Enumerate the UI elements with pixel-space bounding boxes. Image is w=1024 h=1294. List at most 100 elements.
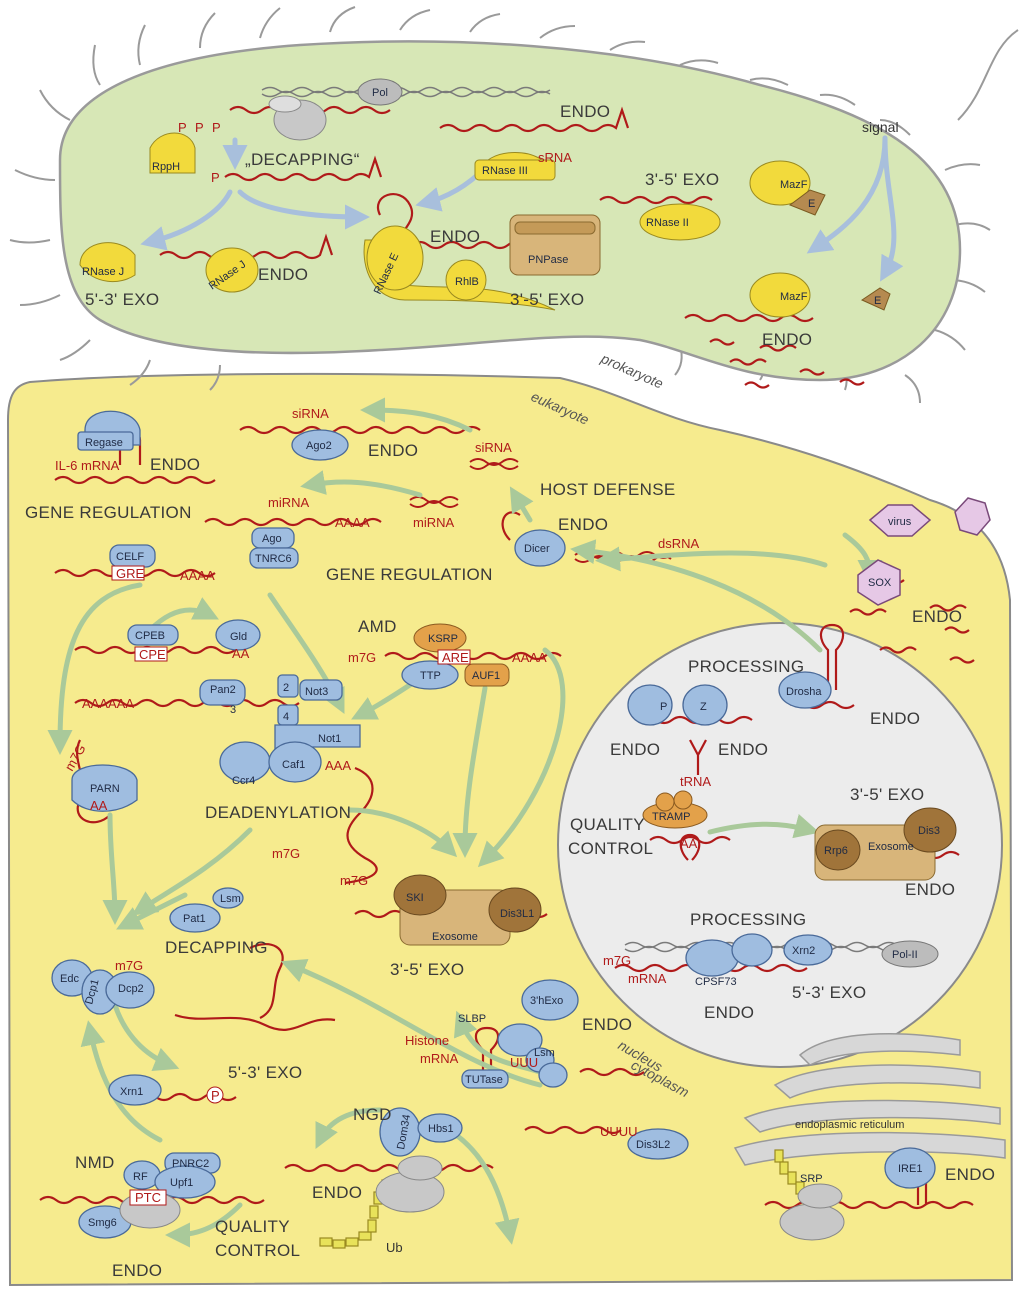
exosome1-label: Exosome [432,931,478,943]
deadenylation-label: DEADENYLATION [205,803,351,822]
decapping-euk-label: DECAPPING [165,938,268,957]
trna-label: tRNA [680,774,711,789]
endo-cpsf-label: ENDO [704,1003,754,1022]
pol-label: Pol [372,87,388,99]
gene-reg2-label: GENE REGULATION [326,565,493,584]
e1-label: E [808,198,815,210]
pnpase-protein [509,214,601,276]
rnase-iii-protein [474,152,556,181]
ttp-label: TTP [420,670,441,682]
parn-label: PARN [90,783,120,795]
rnase-iii-label: RNase III [482,165,528,177]
endoplasmic-reticulum [733,1033,1006,1166]
dsrna-label: dsRNA [658,536,700,551]
e2-protein [860,287,891,311]
p-xrn1-circle [206,1086,224,1104]
gld-label: Gld [230,631,247,643]
endo-sox-label: ENDO [912,607,962,626]
processing2-label: PROCESSING [690,910,806,929]
sox-label: SOX [868,577,892,589]
er-label: endoplasmic reticulum [795,1119,904,1131]
aa1-label: AA [232,646,250,661]
exo53-nuc-label: 5'-3' EXO [792,983,866,1002]
lsm1-label: Lsm [220,893,241,905]
endo-mazf-label: ENDO [762,330,812,349]
processing1-label: PROCESSING [688,657,804,676]
tnrc6-label: TNRC6 [255,553,292,565]
srna-label: sRNA [538,150,572,165]
srp-label: SRP [800,1173,823,1185]
mazf1-protein [749,160,826,216]
il6-label: IL-6 mRNA [55,458,120,473]
histone-mrna-label: mRNA [420,1051,459,1066]
xrn1-label: Xrn1 [120,1086,143,1098]
nucleus-proteins [627,671,833,977]
endo-drosha-label: ENDO [870,709,920,728]
rhlb-protein [445,259,487,301]
hexo-label: 3'hExo [530,995,563,1007]
exo53-prok-label: 5'-3' EXO [85,290,159,309]
rnase-j2-protein [205,247,259,293]
dcp2-label: Dcp2 [118,983,144,995]
pol2-label: Pol-II [892,949,918,961]
dicer-label: Dicer [524,543,550,555]
not3-label: Not3 [305,686,328,698]
gene-reg1-label: GENE REGULATION [25,503,192,522]
decapping-prok-label: „DECAPPING“ [245,150,360,169]
pnrc2-label: PNRC2 [172,1158,209,1170]
celf-label: CELF [116,551,144,563]
endo-nmd-label: ENDO [112,1261,162,1280]
aaa-label: AAA [325,758,351,773]
pan2-label: Pan2 [210,684,236,696]
endo-j-label: ENDO [258,265,308,284]
endo-ngd-label: ENDO [312,1183,362,1202]
endo-p-label: ENDO [610,740,660,759]
ppp-1: P [178,120,187,135]
ppp-3: P [212,120,221,135]
aa-nuc-label: AA [680,836,698,851]
endo-e-label: ENDO [430,227,480,246]
mrna-nuc-label: mRNA [628,971,667,986]
regase-label: Regase [85,437,123,449]
sirna-top-label: siRNA [292,406,329,421]
e2-label: E [874,295,881,307]
lsm2-label: Lsm [534,1047,555,1059]
flow-arrows-blue [140,135,904,282]
dis3l2-label: Dis3L2 [636,1139,670,1151]
mirna1-label: miRNA [268,495,309,510]
amd-label: AMD [358,617,397,636]
drosha-label: Drosha [786,686,822,698]
aa-parn-label: AA [90,798,108,813]
ago2-label: Ago2 [306,440,332,452]
exosome-nuc [814,807,957,881]
rf-label: RF [133,1171,148,1183]
pat1-label: Pat1 [183,913,206,925]
mazf1-label: MazF [780,179,808,191]
are-box [437,649,471,665]
endo-hist-label: ENDO [582,1015,632,1034]
exo35-a-label: 3'-5' EXO [645,170,719,189]
ccr4-label: Ccr4 [232,775,255,787]
signal-label: signal [862,119,899,135]
ngd-label: NGD [353,1105,392,1124]
p-mid: P [211,170,220,185]
cpsf73-label: CPSF73 [695,976,737,988]
aaaa3-label: AAAA [512,650,547,665]
aaaa2-label: AAAA [180,568,215,583]
rnase-ii-label: RNase II [646,217,689,229]
uuu-label: UUU [510,1055,538,1070]
prokaryote-label: prokaryote [598,350,666,392]
mazf2-label: MazF [780,291,808,303]
rnase-ii-protein [639,203,721,241]
nmd-label: NMD [75,1153,115,1172]
exo35-nuc-label: 3'-5' EXO [850,785,924,804]
rrp6-label: Rrp6 [824,845,848,857]
ribosome-prok [268,95,327,141]
exo35-cyto-label: 3'-5' EXO [390,960,464,979]
pol-protein [357,78,403,106]
m7g-are-label: m7G [348,650,376,665]
tramp-label: TRAMP [652,811,691,823]
ribosomes-euk [119,1155,845,1241]
rnase-e-protein [363,225,556,311]
